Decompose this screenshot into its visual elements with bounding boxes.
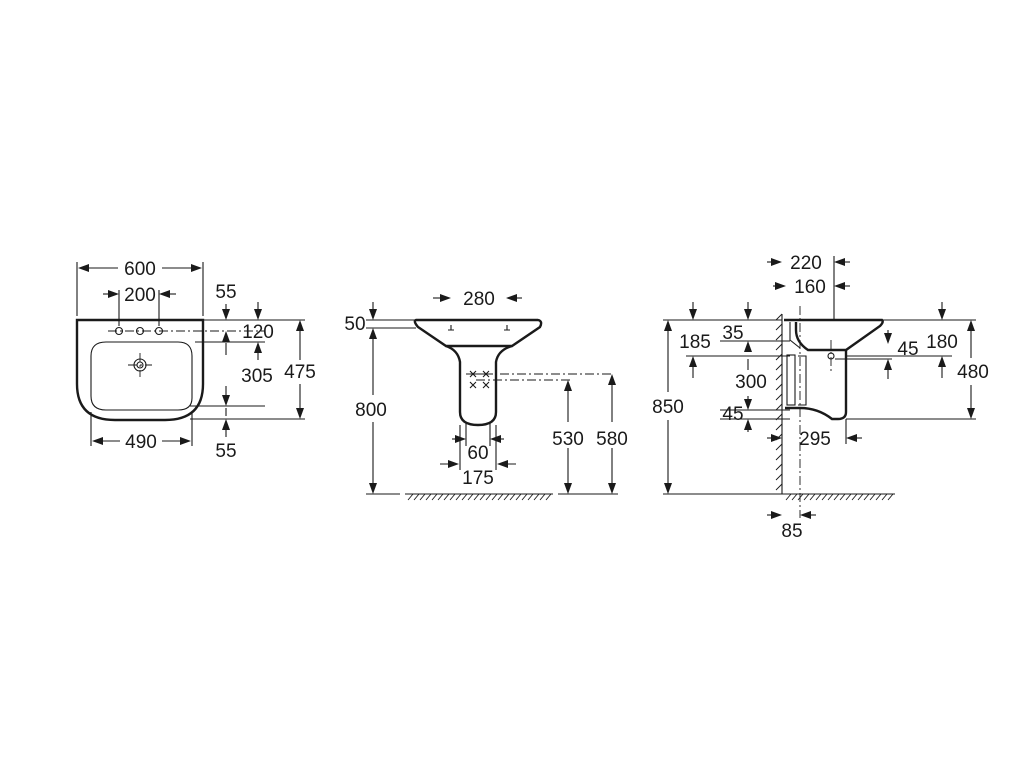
inner-bowl bbox=[90, 341, 193, 411]
dim-45-left: 45 bbox=[722, 404, 743, 425]
dim-295: 295 bbox=[799, 429, 831, 450]
dim-305: 305 bbox=[241, 366, 273, 387]
dim-120: 120 bbox=[242, 322, 274, 343]
dim-60: 60 bbox=[467, 443, 488, 464]
side-basin-profile bbox=[784, 318, 884, 352]
dim-55-top: 55 bbox=[215, 282, 236, 303]
dim-300: 300 bbox=[735, 372, 767, 393]
dim-180: 180 bbox=[926, 332, 958, 353]
dim-280: 280 bbox=[463, 289, 495, 310]
dim-50: 50 bbox=[344, 314, 365, 335]
pedestal-column bbox=[445, 344, 513, 427]
dim-490: 490 bbox=[125, 432, 157, 453]
dim-480: 480 bbox=[957, 362, 989, 383]
pedestal-basin bbox=[413, 318, 543, 348]
dim-160: 160 bbox=[794, 277, 826, 298]
side-pedestal-profile bbox=[785, 350, 848, 421]
dim-530: 530 bbox=[552, 429, 584, 450]
wall-hatch bbox=[775, 313, 783, 491]
side-floor-hatch bbox=[785, 493, 894, 501]
trap-pipe bbox=[786, 354, 796, 406]
dim-175: 175 bbox=[462, 468, 494, 489]
basin-outline bbox=[75, 318, 205, 422]
dim-850: 850 bbox=[652, 397, 684, 418]
dim-200: 200 bbox=[124, 285, 156, 306]
dim-800: 800 bbox=[355, 400, 387, 421]
dim-45-right: 45 bbox=[897, 339, 918, 360]
dim-55-bottom: 55 bbox=[215, 441, 236, 462]
floor-hatch bbox=[407, 493, 552, 501]
dim-220: 220 bbox=[790, 253, 822, 274]
dim-475: 475 bbox=[284, 362, 316, 383]
dim-35: 35 bbox=[722, 323, 743, 344]
dim-580: 580 bbox=[596, 429, 628, 450]
front-view: 600 200 55 120 305 475 bbox=[75, 259, 316, 462]
dim-185: 185 bbox=[679, 332, 711, 353]
side-view: 220 160 185 35 180 4 bbox=[652, 253, 989, 542]
pedestal-view: 280 50 800 530 580 60 bbox=[344, 289, 628, 501]
dim-600: 600 bbox=[124, 259, 156, 280]
dim-85: 85 bbox=[781, 521, 802, 542]
